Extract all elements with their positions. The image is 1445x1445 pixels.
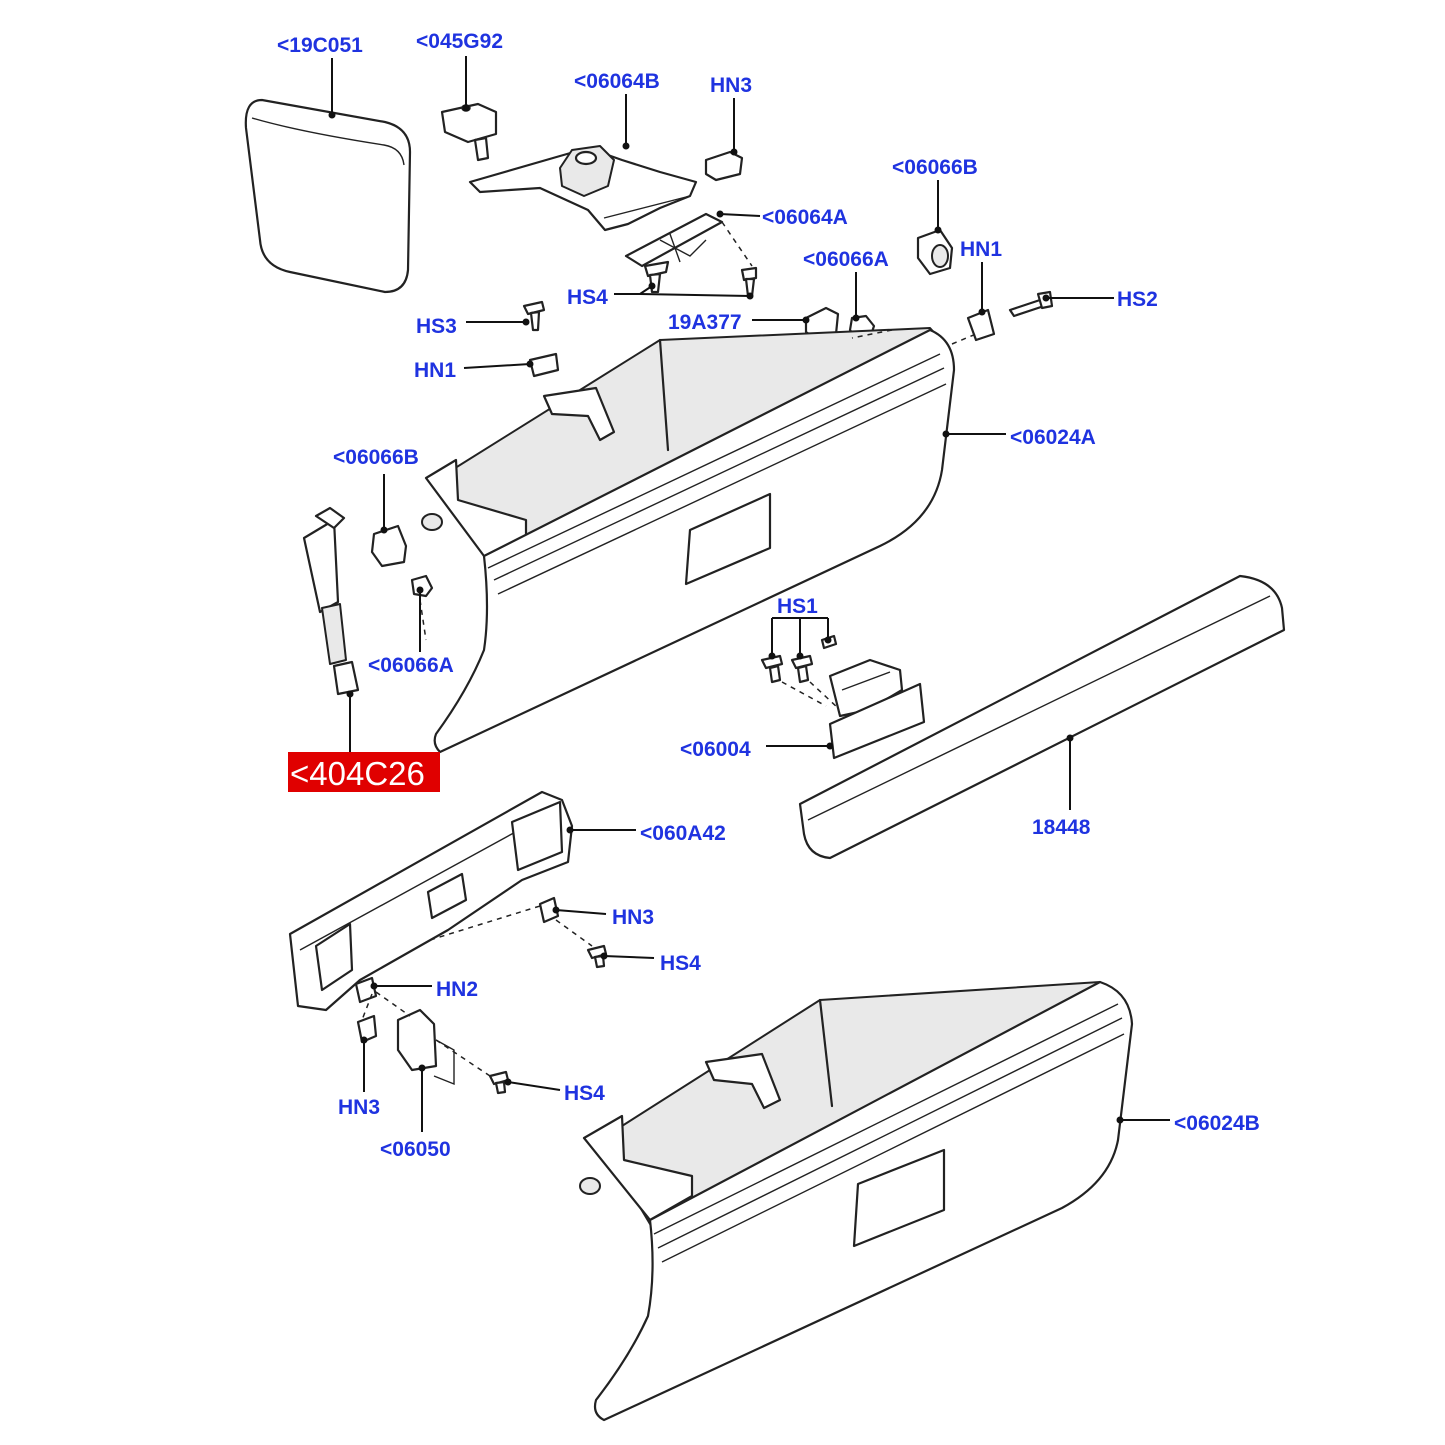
part-hs3-screw[interactable] (522, 300, 546, 332)
label-06024a[interactable]: <06024A (1010, 426, 1096, 449)
part-06066b-bumper-left[interactable] (370, 524, 408, 568)
part-06064a-frame[interactable] (624, 212, 724, 268)
label-18448[interactable]: 18448 (1032, 816, 1091, 839)
label-045g92[interactable]: <045G92 (416, 30, 503, 53)
label-06066a-top[interactable]: <06066A (803, 248, 889, 271)
label-19a377[interactable]: 19A377 (668, 311, 742, 334)
part-19c051-pad[interactable] (244, 98, 412, 294)
label-hs4-low[interactable]: HS4 (564, 1082, 605, 1105)
leader-lines (328, 56, 1170, 1132)
part-06064b-bracket[interactable] (468, 145, 698, 232)
label-hn3-mid[interactable]: HN3 (612, 906, 654, 929)
callout-labels: <19C051 <045G92 <06064B HN3 <06066B <060… (277, 30, 1260, 1161)
part-hn3-clip-low[interactable] (356, 1014, 378, 1044)
part-06024b-glovebox[interactable] (579, 980, 1134, 1422)
label-hn3-low[interactable]: HN3 (338, 1096, 380, 1119)
part-06004-latch[interactable] (828, 658, 926, 760)
label-06066a-left[interactable]: <06066A (368, 654, 454, 677)
label-hs4-mid[interactable]: HS4 (660, 952, 701, 975)
label-06064a[interactable]: <06064A (762, 206, 848, 229)
label-hs2[interactable]: HS2 (1117, 288, 1158, 311)
label-hs4-top[interactable]: HS4 (567, 286, 608, 309)
label-hs1[interactable]: HS1 (777, 595, 818, 618)
part-045g92-bracket[interactable] (440, 102, 498, 162)
part-hn1-nut-left[interactable] (528, 352, 560, 378)
label-19c051[interactable]: <19C051 (277, 34, 363, 57)
part-hs1-screws[interactable] (760, 634, 838, 684)
label-404c26: <404C26 (290, 755, 425, 792)
part-06050-hinge[interactable] (396, 1008, 438, 1072)
label-06024b[interactable]: <06024B (1174, 1112, 1260, 1135)
assembly-dashed-lines (361, 221, 977, 1086)
part-06066b-bumper-top[interactable] (916, 228, 954, 276)
part-hs4-screw-low[interactable] (488, 1070, 510, 1095)
part-06024a-glovebox[interactable] (421, 327, 956, 754)
label-hs3[interactable]: HS3 (416, 315, 457, 338)
label-06050[interactable]: <06050 (380, 1138, 451, 1161)
label-404c26-highlight[interactable]: <404C26 (288, 752, 440, 792)
part-060a42-panel[interactable] (288, 790, 574, 1012)
label-hn3-top[interactable]: HN3 (710, 74, 752, 97)
part-hn3-clip-mid[interactable] (538, 896, 560, 924)
label-06066b-top[interactable]: <06066B (892, 156, 978, 179)
label-hn2[interactable]: HN2 (436, 978, 478, 1001)
highlight-box (288, 752, 440, 792)
part-hn3-clip-top[interactable] (704, 150, 744, 182)
label-hn1-right[interactable]: HN1 (960, 238, 1002, 261)
part-404c26-damper[interactable] (302, 506, 360, 696)
part-06066a-bumper-left[interactable] (410, 574, 434, 598)
label-06004[interactable]: <06004 (680, 738, 751, 761)
label-hn1-left[interactable]: HN1 (414, 359, 456, 382)
part-18448-trim[interactable] (798, 574, 1286, 860)
label-06064b[interactable]: <06064B (574, 70, 660, 93)
part-hs4-screws-top[interactable] (643, 260, 758, 298)
label-06066b-left[interactable]: <06066B (333, 446, 419, 469)
label-060a42[interactable]: <060A42 (640, 822, 726, 845)
